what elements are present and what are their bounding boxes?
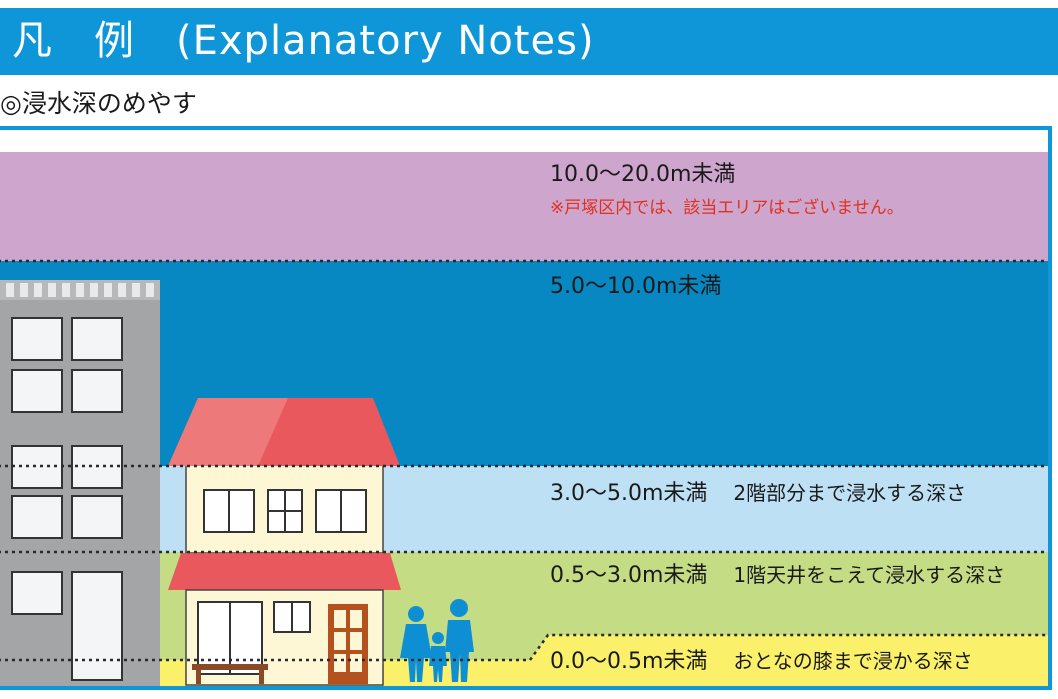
level-range: 3.0〜5.0m未満 bbox=[550, 481, 708, 506]
apartment-building-icon bbox=[0, 280, 160, 686]
level-lines bbox=[0, 259, 1048, 662]
band-3-5m bbox=[0, 466, 1048, 552]
band-5-10m bbox=[0, 261, 1048, 466]
band-10-20m bbox=[0, 152, 1048, 261]
band-0.5-3m bbox=[0, 552, 1048, 632]
family-icon bbox=[400, 599, 474, 682]
level-range: 0.5〜3.0m未満 bbox=[550, 563, 708, 588]
legend-header: 凡 例 (Explanatory Notes) bbox=[0, 8, 1058, 75]
level-label-3-5m: 3.0〜5.0m未満 2階部分まで浸水する深さ bbox=[550, 478, 966, 509]
level-range: 0.0〜0.5m未満 bbox=[550, 649, 708, 674]
depth-legend-panel: 10.0〜20.0m未満 ※戸塚区内では、該当エリアはございません。 5.0〜1… bbox=[0, 126, 1052, 690]
level-label-0-0.5m: 0.0〜0.5m未満 おとなの膝まで浸かる深さ bbox=[550, 646, 973, 677]
level-label-0.5-3m: 0.5〜3.0m未満 1階天井をこえて浸水する深さ bbox=[550, 560, 1005, 591]
level-range: 10.0〜20.0m未満 bbox=[550, 162, 736, 187]
two-story-house-icon bbox=[168, 398, 401, 686]
level-range: 5.0〜10.0m未満 bbox=[550, 274, 722, 299]
section-subtitle: ◎浸水深のめやす bbox=[0, 89, 197, 118]
flood-scene bbox=[0, 259, 1048, 686]
level-note: ※戸塚区内では、該当エリアはございません。 bbox=[550, 198, 904, 218]
level-description: 1階天井をこえて浸水する深さ bbox=[733, 563, 1006, 587]
level-description: 2階部分まで浸水する深さ bbox=[733, 481, 967, 505]
level-label-5-10m: 5.0〜10.0m未満 bbox=[550, 272, 721, 302]
level-description: おとなの膝まで浸かる深さ bbox=[733, 649, 973, 673]
level-label-10-20m: 10.0〜20.0m未満 bbox=[550, 160, 735, 190]
legend-title: 凡 例 (Explanatory Notes) bbox=[12, 18, 595, 64]
